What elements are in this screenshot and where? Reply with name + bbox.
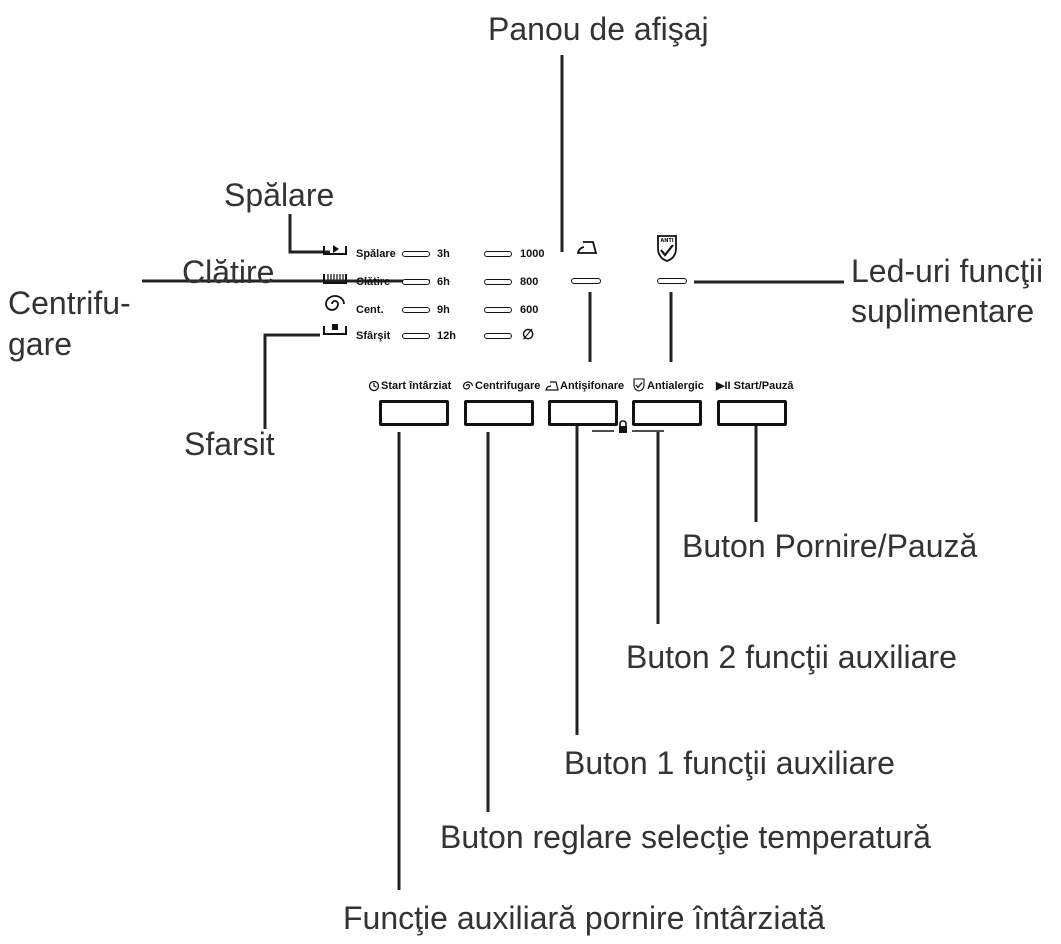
spin-callout-line2: gare (8, 326, 73, 362)
anti-allergy-button-label: Antialergic (647, 380, 704, 392)
iron-icon (545, 381, 559, 391)
end-leader (263, 333, 320, 429)
lock-icon (619, 420, 627, 433)
wash-callout: Spălare (224, 177, 335, 213)
extra-leds-callout-line1: Led-uri funcţii (851, 253, 1044, 289)
delay-hour-6h: 6h (437, 276, 450, 288)
spin-led-600 (484, 307, 512, 313)
spin-button[interactable] (464, 400, 534, 426)
phase-label-wash: Spălare (356, 248, 396, 260)
start-pause-button[interactable] (717, 400, 787, 426)
spin-speed-600: 600 (520, 304, 539, 316)
delay-led-9h (402, 307, 430, 313)
rinse-callout: Clătire (182, 254, 275, 290)
spin-led-800 (484, 279, 512, 285)
phase-label-end: Sfârşit (356, 330, 391, 342)
extra-leds-callout-line2: suplimentare (851, 293, 1035, 329)
anti-allergy-button[interactable] (632, 400, 702, 426)
spin-led-none (484, 333, 512, 339)
clock-icon (368, 380, 380, 392)
aux2-callout: Buton 2 funcţii auxiliare (626, 639, 957, 675)
spin-led-1000 (484, 251, 512, 257)
delay-start-button[interactable] (379, 400, 449, 426)
anti-allergy-icon (633, 378, 645, 392)
delay-hour-9h: 9h (437, 304, 450, 316)
spin-speed-1000: 1000 (520, 248, 545, 260)
anti-allergy-led (657, 278, 687, 284)
anti-crease-button-label: Antişifonare (560, 380, 625, 392)
temp-callout: Buton reglare selecţie temperatură (440, 819, 931, 855)
iron-led-icon (576, 241, 598, 254)
wash-phase-icon (323, 245, 347, 255)
no-spin-symbol: ∅ (522, 326, 535, 342)
display-panel-callout: Panou de afişaj (488, 11, 709, 47)
spin-icon (462, 381, 474, 390)
iron-led (571, 278, 601, 284)
end-callout: Sfarsit (184, 426, 275, 462)
delay-led-6h (402, 279, 430, 285)
phase-label-rinse: Clătire (356, 276, 391, 288)
anti-allergy-led-icon: ANTI (657, 235, 677, 262)
delay-start-callout: Funcţie auxiliară pornire întârziată (343, 900, 826, 936)
delay-hour-12h: 12h (437, 330, 456, 342)
phase-label-spin: Cent. (356, 304, 384, 316)
delay-led-12h (402, 333, 430, 339)
start-pause-callout: Buton Pornire/Pauză (682, 528, 978, 564)
spin-callout-line1: Centrifu- (8, 285, 131, 321)
spin-speed-800: 800 (520, 276, 539, 288)
rinse-phase-icon (323, 274, 347, 284)
end-phase-icon (323, 324, 347, 335)
start-pause-button-label: ▶II Start/Pauză (716, 380, 794, 392)
anti-allergy-badge-text: ANTI (660, 238, 673, 244)
delay-hour-3h: 3h (437, 248, 450, 260)
spin-button-label: Centrifugare (475, 380, 541, 392)
spin-phase-icon (325, 295, 345, 311)
aux1-callout: Buton 1 funcţii auxiliare (564, 745, 895, 781)
delay-start-button-label: Start întârziat (381, 380, 452, 392)
anti-crease-button[interactable] (548, 400, 618, 426)
delay-led-3h (402, 251, 430, 257)
